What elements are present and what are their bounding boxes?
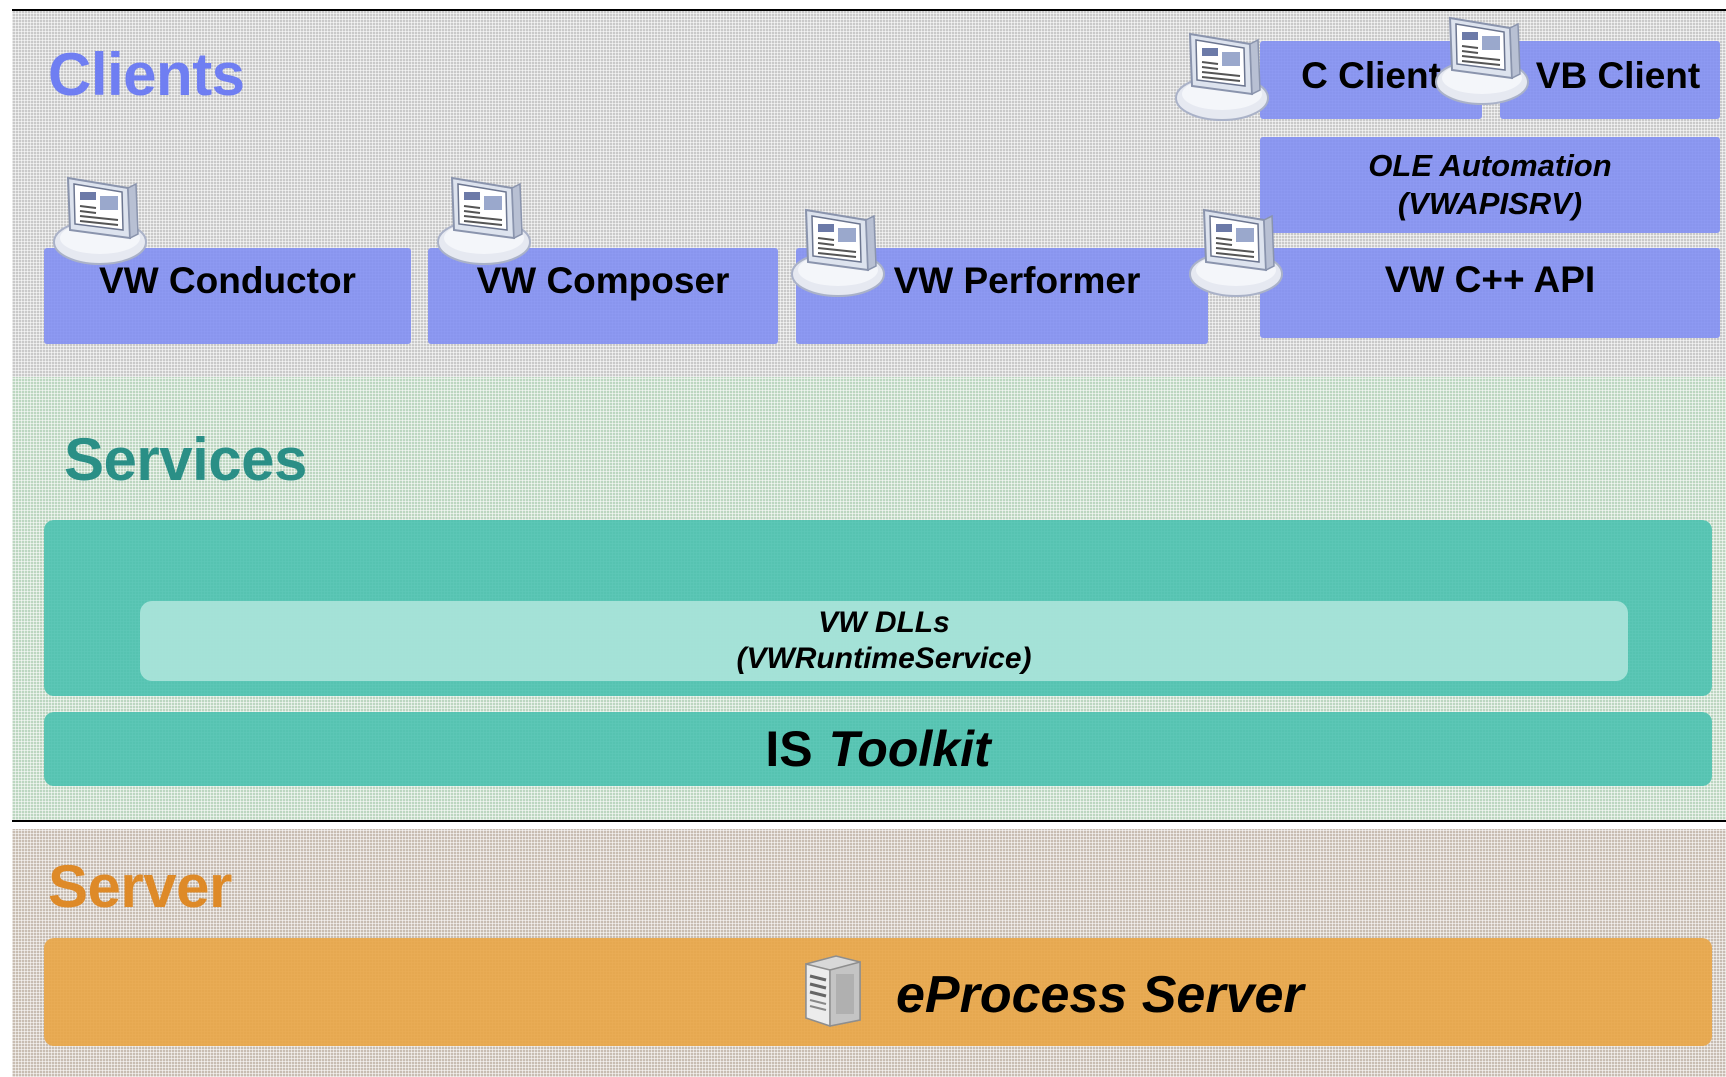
vw-composer-monitor-icon	[434, 168, 534, 266]
ole-automation-label: OLE Automation	[1368, 148, 1612, 183]
vb-client-monitor-icon	[1432, 8, 1532, 106]
server-tower-icon	[800, 952, 866, 1028]
is-toolkit-box: IS Toolkit	[44, 712, 1712, 786]
vw-dlls-sublabel: (VWRuntimeService)	[736, 642, 1032, 675]
is-toolkit-prefix: IS	[765, 721, 813, 777]
vw-cpp-api-box: VW C++ API	[1260, 248, 1720, 338]
vw-dlls-box: VW DLLs (VWRuntimeService)	[140, 601, 1628, 681]
ole-automation-sublabel: (VWAPISRV)	[1397, 186, 1583, 221]
vw-composer-label: VW Composer	[476, 260, 730, 301]
eprocess-server-text: eProcess Server	[896, 960, 1336, 1030]
vb-client-label: VB Client	[1535, 55, 1701, 96]
c-client-label: C Client	[1301, 55, 1441, 96]
vw-performer-label: VW Performer	[893, 260, 1141, 301]
vw-cpp-api-monitor-icon	[1186, 200, 1286, 298]
c-client-monitor-icon	[1172, 24, 1272, 122]
vw-performer-monitor-icon	[788, 200, 888, 298]
eprocess-server-label: eProcess Server	[896, 966, 1304, 1024]
ole-automation-box: OLE Automation (VWAPISRV)	[1260, 137, 1720, 233]
vw-dlls-label: VW DLLs	[818, 606, 950, 639]
clients-title: Clients	[48, 41, 245, 108]
eprocess-server-box	[44, 938, 1712, 1046]
vw-cpp-api-label: VW C++ API	[1384, 259, 1596, 300]
vw-conductor-monitor-icon	[50, 168, 150, 266]
is-toolkit-label: Toolkit	[828, 721, 991, 777]
server-title: Server	[48, 853, 232, 920]
services-title: Services	[64, 426, 307, 493]
vw-conductor-box: VW Conductor	[44, 248, 411, 344]
vb-client-box: VB Client	[1500, 41, 1720, 119]
vw-conductor-label: VW Conductor	[99, 260, 356, 301]
